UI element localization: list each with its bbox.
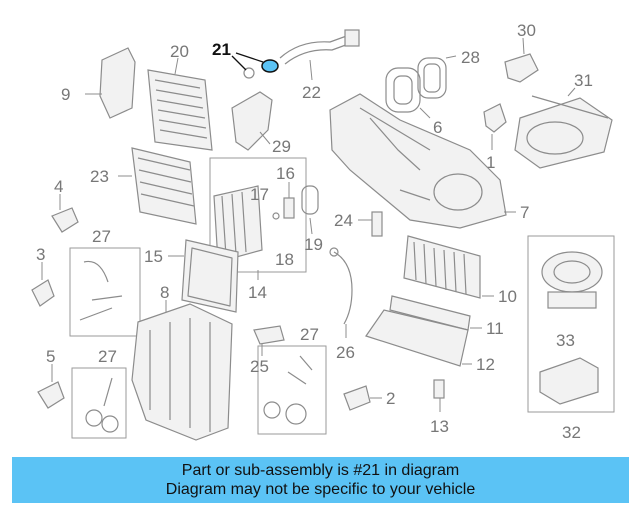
callout-2: 2 [386,389,395,408]
part-6-bracket: 30 [504,21,539,83]
part-2-resistor: 2 [343,385,395,411]
part-32-box: 33 32 [527,235,615,442]
callout-27c: 27 [98,347,117,366]
part-14-group: 16 17 18 14 [209,157,307,302]
callout-18: 18 [275,250,294,269]
callout-32: 32 [562,423,581,442]
part-29-seal: 6 [385,67,442,137]
part-24-valve: 24 [334,211,383,237]
part-19-seal: 19 [301,185,323,254]
part-8-lower-housing: 8 [131,283,233,441]
part-1-actuator: 1 [483,103,507,172]
part-21-group[interactable]: 21 [212,40,279,79]
callout-23: 23 [90,167,109,186]
part-31-bracket: 29 [231,91,291,156]
callout-10: 10 [498,287,517,306]
callout-4: 4 [54,177,63,196]
callout-16: 16 [276,164,295,183]
part-10-cabin-filter: 10 [403,235,517,306]
part-30-duct: 9 [61,47,136,119]
part-4-sensor: 4 [51,177,79,233]
callout-33: 33 [556,331,575,350]
callout-9: 31 [574,71,593,90]
callout-30: 9 [61,85,70,104]
part-21-highlighted-ring[interactable] [261,59,279,73]
callout-6: 30 [517,21,536,40]
callout-26: 26 [336,343,355,362]
hvac-main-housing: 7 [329,93,529,229]
part-15-frame: 15 [144,239,239,313]
parts-diagram: 21 20 22 28 6 30 9 [31,21,615,442]
part-27-box-middle: 27 [257,325,327,435]
callout-8: 8 [160,283,169,302]
callout-25: 25 [250,357,269,376]
callout-22: 22 [302,83,321,102]
callout-3: 3 [36,245,45,264]
part-9-blower-housing: 31 [514,71,613,169]
callout-29: 6 [433,118,442,137]
part-28-seals: 28 [417,48,480,99]
callout-11: 11 [486,319,504,338]
callout-15: 15 [144,247,163,266]
banner-line-1: Part or sub-assembly is #21 in diagram [181,462,460,479]
part-12-gasket: 12 [365,309,495,374]
callout-12: 12 [476,355,495,374]
part-21-leader [231,52,264,71]
callout-13: 13 [430,417,449,436]
part-26-hose: 26 [329,247,355,362]
part-25-connector: 25 [250,325,285,376]
part-27-box-lower: 27 [71,347,127,439]
callout-28: 28 [461,48,480,67]
part-5-sensor: 5 [37,347,65,409]
callout-17: 17 [250,185,269,204]
callout-14: 14 [248,283,267,302]
callout-21: 21 [212,40,231,59]
callout-20: 20 [170,42,189,61]
callout-7: 7 [520,203,529,222]
part-23-evaporator: 23 [90,147,197,225]
part-20-heater-core: 20 [147,42,213,151]
info-banner: Part or sub-assembly is #21 in diagram D… [12,457,629,503]
callout-27b: 27 [300,325,319,344]
callout-27a: 27 [92,227,111,246]
callout-5: 5 [46,347,55,366]
callout-19: 19 [304,235,323,254]
part-27-box-left: 27 [69,227,141,337]
part-22-coolant-pipe: 22 [279,29,360,102]
part-3-sensor: 3 [31,245,55,307]
callout-31: 29 [272,137,291,156]
part-21-washer [243,67,255,79]
part-13-grommet: 13 [430,379,449,436]
callout-24: 24 [334,211,353,230]
callout-1: 1 [486,153,495,172]
banner-line-2: Diagram may not be specific to your vehi… [165,481,476,498]
